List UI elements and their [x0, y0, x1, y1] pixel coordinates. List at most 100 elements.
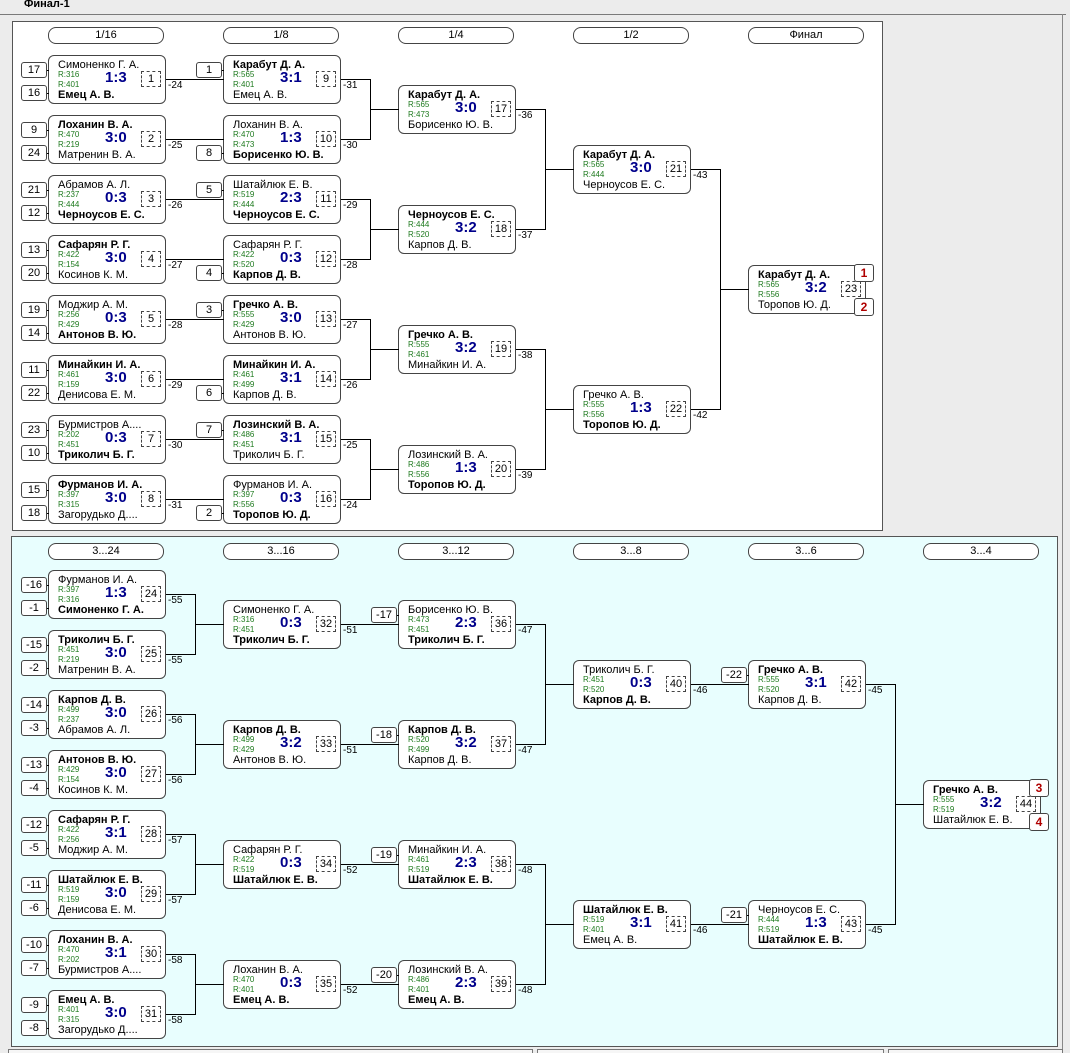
seed-box: 19: [21, 302, 47, 318]
connector-line: [341, 499, 371, 500]
loser-destination: -52: [343, 985, 358, 996]
loser-destination: -26: [168, 200, 183, 211]
player-1-name: Минайкин И. А.: [58, 359, 141, 371]
player-2-rating: R:316: [58, 595, 80, 604]
player-1-name: Моджир А. М.: [58, 299, 128, 311]
match-number: 34: [316, 856, 336, 872]
match-score: 0:3: [105, 429, 127, 446]
bottom-tab[interactable]: [888, 1049, 1063, 1053]
loser-destination: -31: [168, 500, 183, 511]
seed-box: -7: [21, 960, 47, 976]
match-number: 12: [316, 251, 336, 267]
bottom-tab[interactable]: [8, 1049, 533, 1053]
player-2-rating: R:401: [58, 80, 80, 89]
loser-destination: -46: [693, 685, 708, 696]
player-1-rating: R:520: [408, 735, 430, 744]
bottom-tab[interactable]: [537, 1049, 884, 1053]
seed-box: 9: [21, 122, 47, 138]
connector-line: [47, 93, 49, 94]
player-2-name: Денисова Е. М.: [58, 389, 137, 401]
player-1-rating: R:519: [583, 915, 605, 924]
connector-line: [516, 349, 546, 350]
loser-destination: -57: [168, 835, 183, 846]
player-1-rating: R:470: [58, 945, 80, 954]
match-score: 0:3: [280, 249, 302, 266]
connector-line: [341, 744, 399, 745]
connector-line: [166, 954, 196, 955]
player-2-rating: R:315: [58, 500, 80, 509]
connector-line: [166, 894, 196, 895]
round-header: 1/2: [573, 27, 689, 44]
player-1-name: Сафарян Р. Г.: [58, 239, 131, 251]
player-2-name: Карпов Д. В.: [408, 239, 472, 251]
player-2-name: Шатайлюк Е. В.: [408, 874, 493, 886]
match-number: 36: [491, 616, 511, 632]
seed-box: -12: [21, 817, 47, 833]
player-1-rating: R:470: [233, 975, 255, 984]
match-number: 17: [491, 101, 511, 117]
connector-line: [516, 109, 546, 110]
connector-line: [691, 684, 749, 685]
round-header: 3...4: [923, 543, 1039, 560]
connector-line: [397, 975, 399, 976]
loser-destination: -24: [168, 80, 183, 91]
round-header: 1/4: [398, 27, 514, 44]
match-score: 3:2: [280, 734, 302, 751]
match-score: 3:1: [805, 674, 827, 691]
player-2-rating: R:154: [58, 775, 80, 784]
seed-box: 22: [21, 385, 47, 401]
match-number: 44: [1016, 796, 1036, 812]
player-1-rating: R:555: [408, 340, 430, 349]
player-2-name: Антонов В. Ю.: [233, 754, 307, 766]
connector-line: [47, 668, 49, 669]
player-1-name: Шатайлюк Е. В.: [583, 904, 668, 916]
connector-line: [47, 310, 49, 311]
connector-line: [222, 190, 224, 191]
player-1-rating: R:473: [408, 615, 430, 624]
